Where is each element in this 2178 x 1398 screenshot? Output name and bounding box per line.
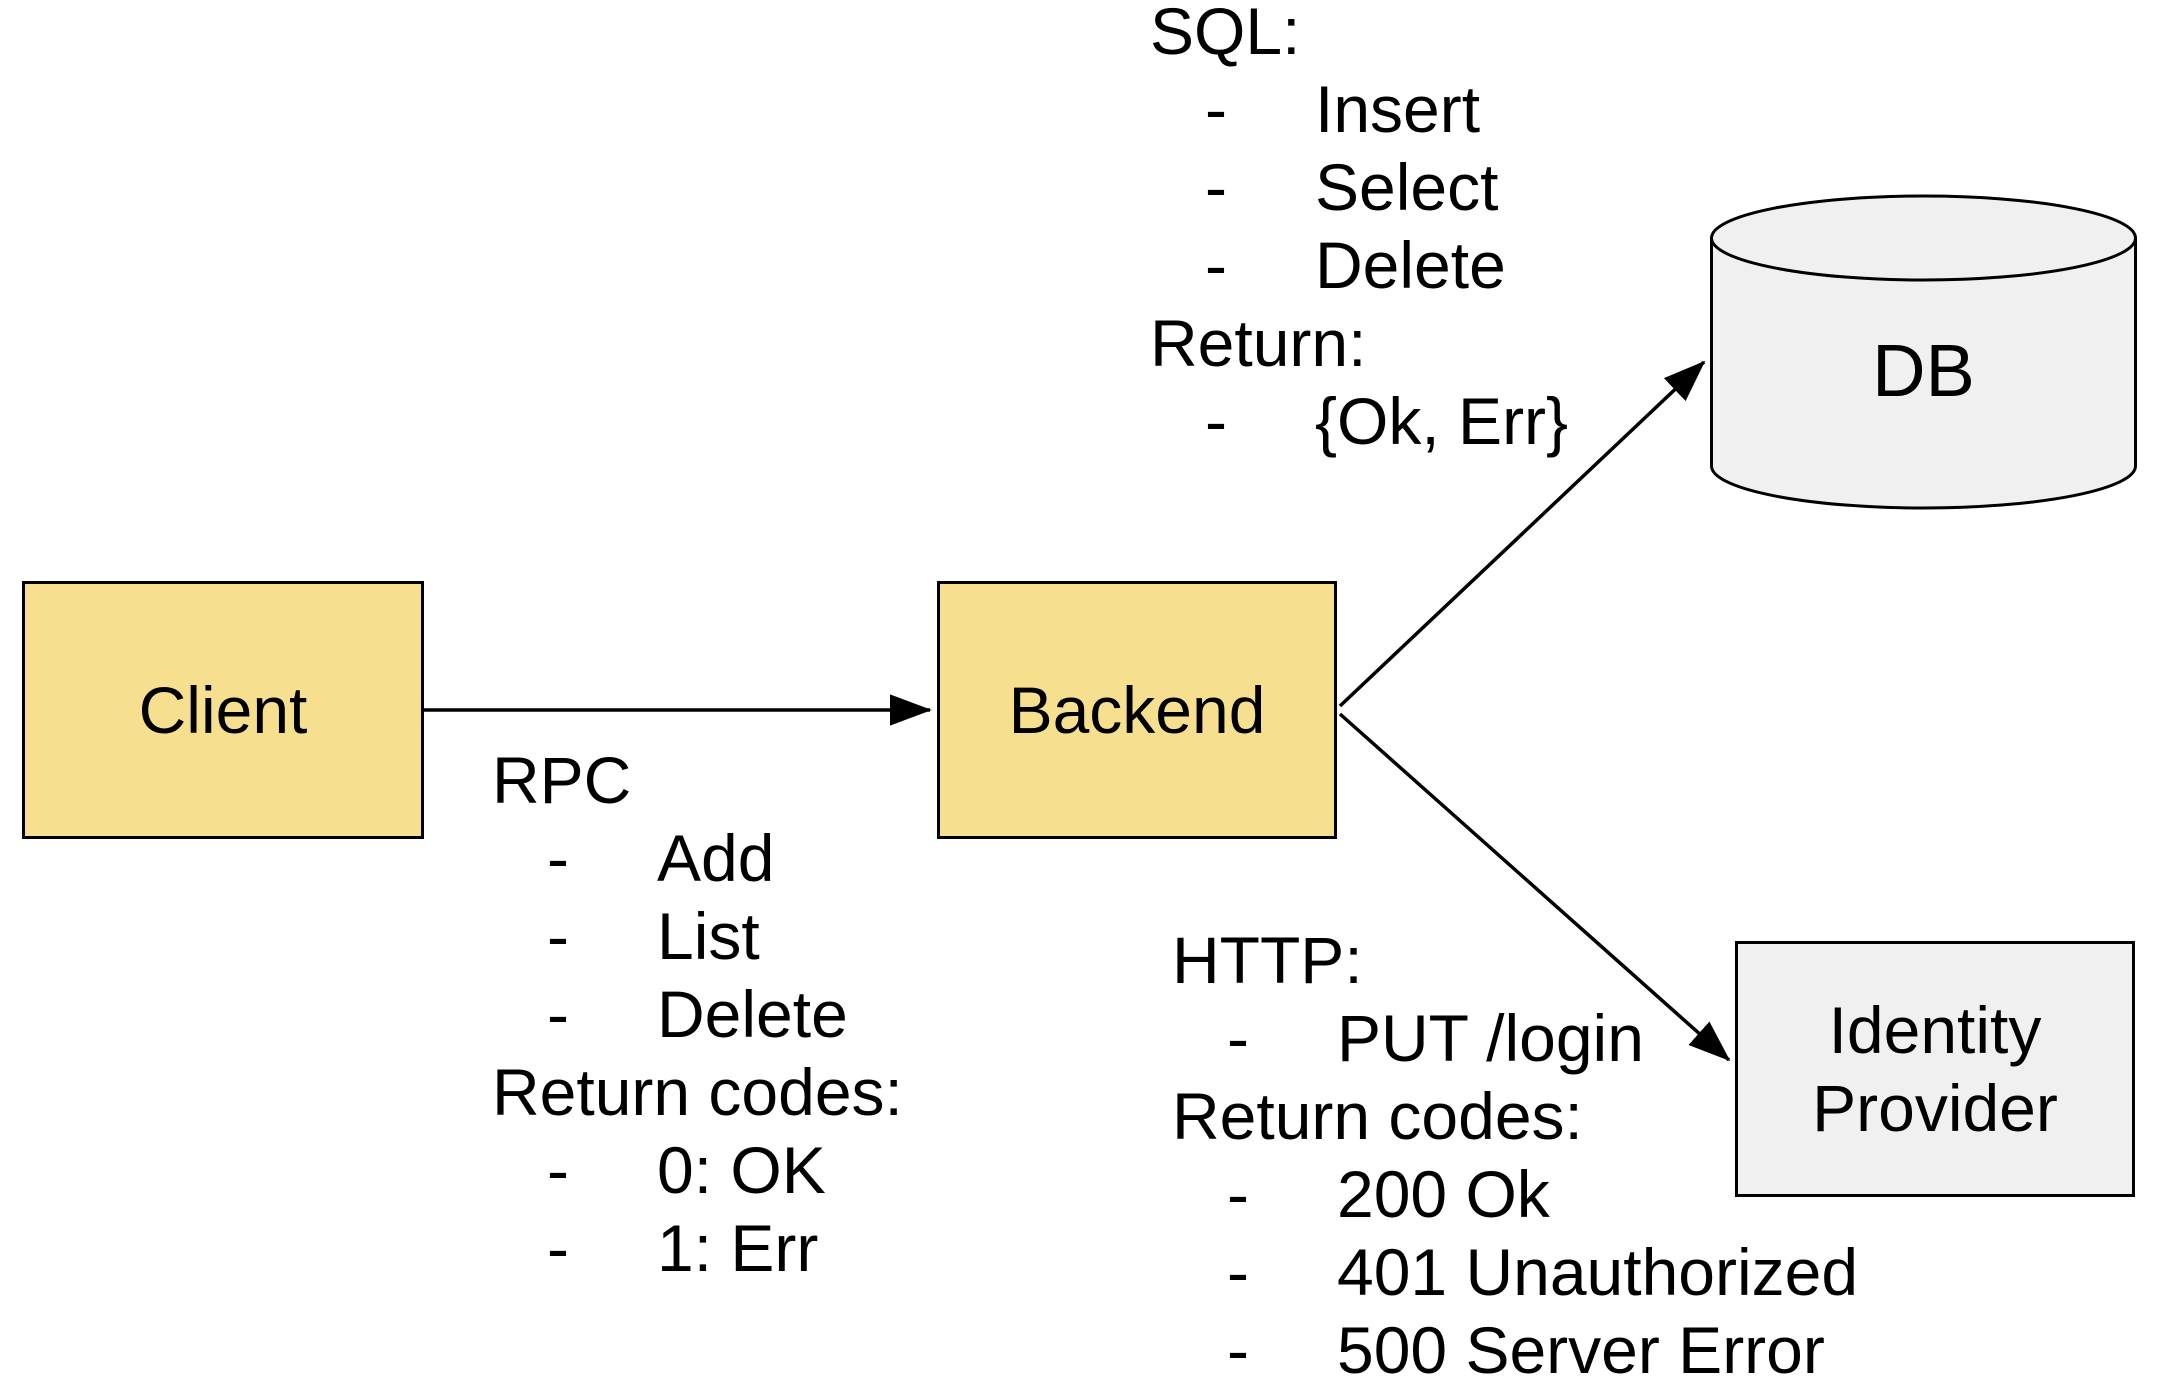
node-client: Client — [22, 581, 424, 839]
node-backend: Backend — [937, 581, 1337, 839]
node-identity-provider-label: Identity Provider — [1812, 993, 2058, 1145]
node-client-label: Client — [138, 673, 308, 747]
node-db: DB — [1710, 193, 2137, 513]
node-identity-provider: Identity Provider — [1735, 941, 2135, 1197]
node-db-label: DB — [1872, 329, 1975, 412]
db-cylinder-shape — [1710, 194, 2137, 510]
node-backend-label: Backend — [1008, 673, 1266, 747]
